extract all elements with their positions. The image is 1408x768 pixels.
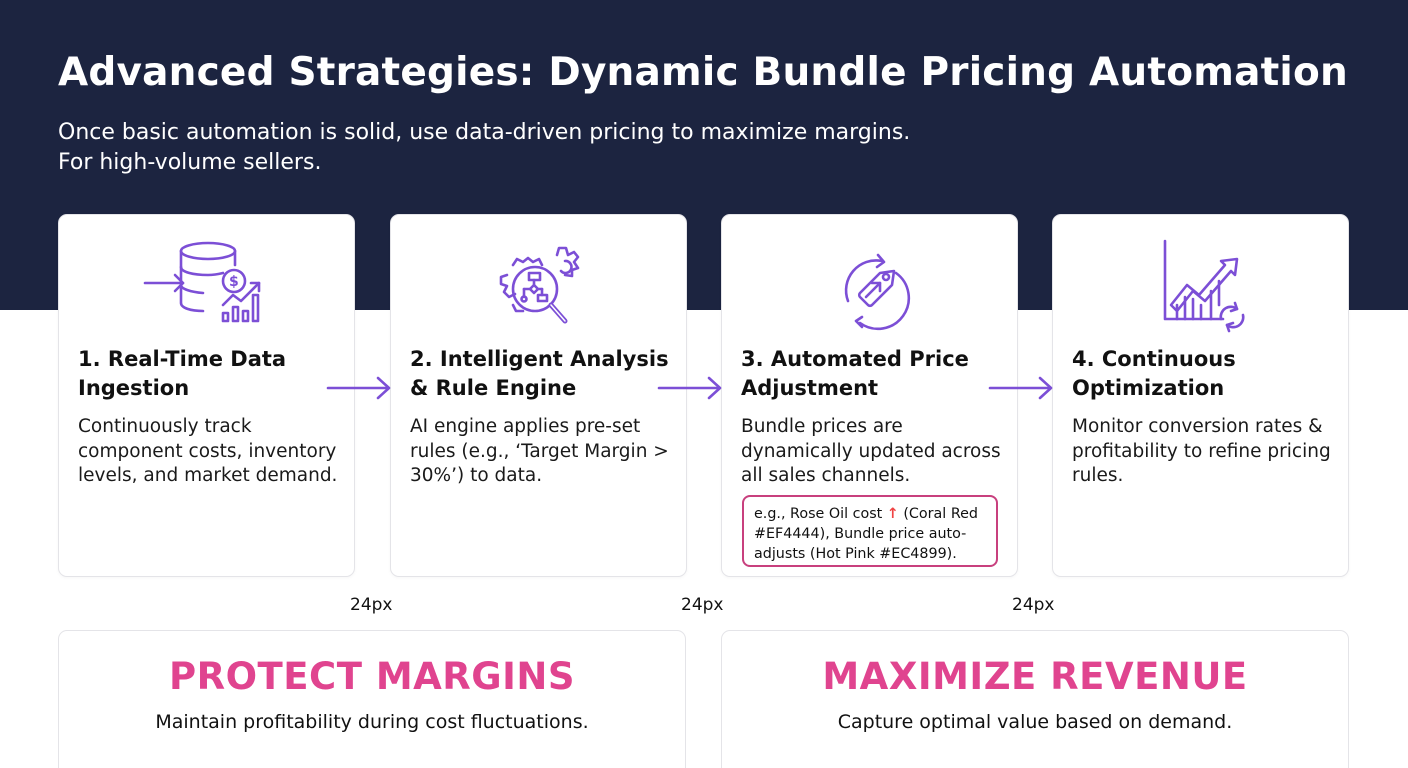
step-title: 2. Intelligent Analysis & Rule Engine bbox=[410, 347, 669, 400]
arrow-right-icon bbox=[326, 376, 391, 400]
step-card-1: $ 1. Real-Time Data Ingestion Continuous… bbox=[58, 214, 355, 577]
benefit-title: PROTECT MARGINS bbox=[168, 655, 576, 698]
gap-label: 24px bbox=[681, 595, 724, 615]
gears-magnifier-flowchart-icon bbox=[469, 235, 609, 335]
page-subtitle: Once basic automation is solid, use data… bbox=[58, 118, 910, 178]
step-description: Bundle prices are dynamically updated ac… bbox=[741, 416, 1001, 486]
page-title: Advanced Strategies: Dynamic Bundle Pric… bbox=[58, 50, 1348, 95]
growth-chart-refresh-icon bbox=[1131, 235, 1271, 335]
step-title: 3. Automated Price Adjustment bbox=[741, 347, 969, 400]
step-title: 1. Real-Time Data Ingestion bbox=[78, 347, 287, 400]
subtitle-line-2: For high-volume sellers. bbox=[58, 150, 322, 175]
benefit-card-protect-margins: PROTECT MARGINS Maintain profitability d… bbox=[58, 630, 686, 768]
step-description: Monitor conversion rates & profitability… bbox=[1072, 416, 1331, 486]
gap-label: 24px bbox=[1012, 595, 1055, 615]
step-card-3: 3. Automated Price Adjustment Bundle pri… bbox=[721, 214, 1018, 577]
database-dollar-chart-icon: $ bbox=[137, 235, 277, 335]
example-callout: e.g., Rose Oil cost ↑ (Coral Red #EF4444… bbox=[742, 495, 998, 567]
benefit-title: MAXIMIZE REVENUE bbox=[822, 655, 1248, 698]
svg-text:$: $ bbox=[229, 274, 239, 290]
gap-label: 24px bbox=[350, 595, 393, 615]
arrow-right-icon bbox=[657, 376, 722, 400]
step-description: AI engine applies pre-set rules (e.g., ‘… bbox=[410, 416, 669, 486]
benefit-card-maximize-revenue: MAXIMIZE REVENUE Capture optimal value b… bbox=[721, 630, 1349, 768]
benefit-description: Capture optimal value based on demand. bbox=[837, 711, 1233, 733]
arrow-right-icon bbox=[988, 376, 1053, 400]
step-description: Continuously track component costs, inve… bbox=[78, 416, 338, 486]
benefit-description: Maintain profitability during cost fluct… bbox=[155, 711, 589, 733]
subtitle-line-1: Once basic automation is solid, use data… bbox=[58, 120, 911, 145]
arrow-up-icon: ↑ bbox=[886, 506, 899, 522]
step-card-2: 2. Intelligent Analysis & Rule Engine AI… bbox=[390, 214, 687, 577]
step-card-4: 4. Continuous Optimization Monitor conve… bbox=[1052, 214, 1349, 577]
price-tag-refresh-icon bbox=[800, 235, 940, 335]
step-title: 4. Continuous Optimization bbox=[1072, 347, 1236, 400]
